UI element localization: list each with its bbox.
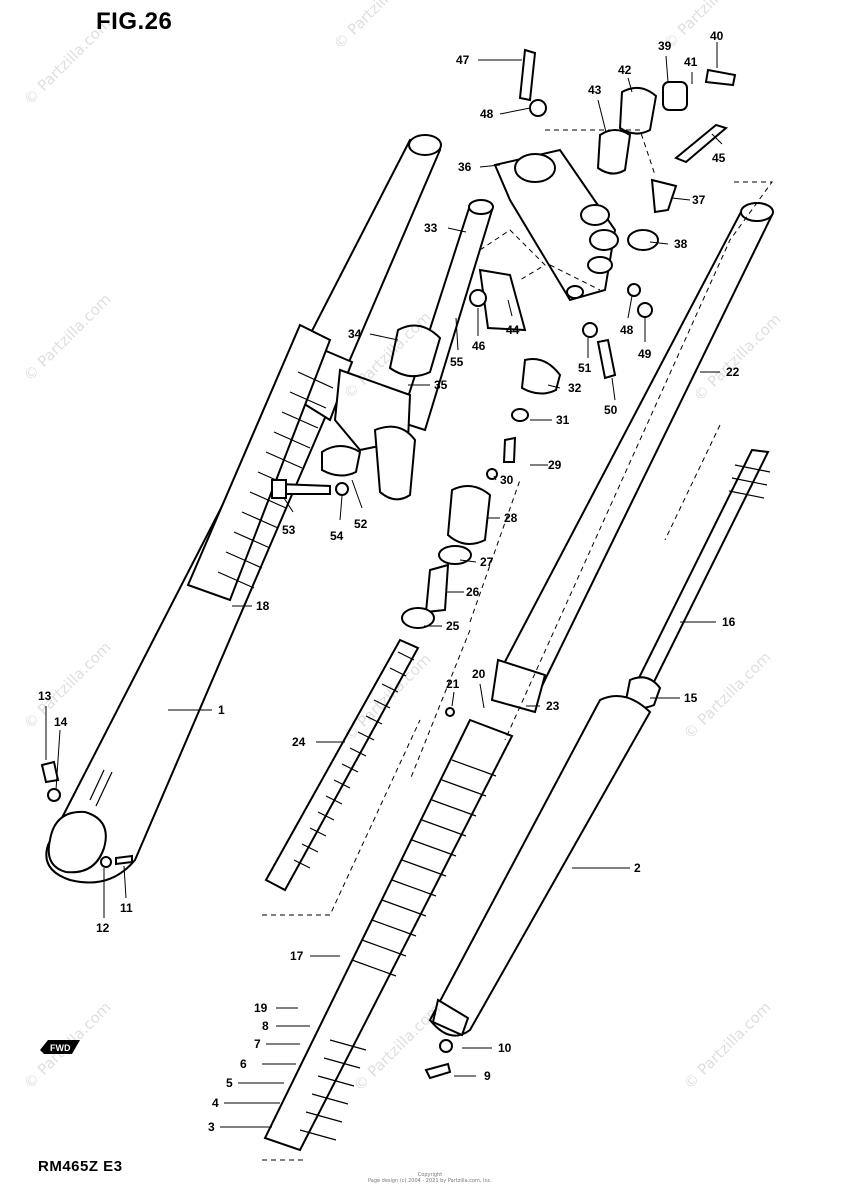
steering-stem — [321, 199, 494, 501]
callout-48-right: 48 — [620, 323, 634, 337]
callout-19: 19 — [254, 1001, 268, 1015]
callout-28: 28 — [504, 511, 518, 525]
copyright-notice: Copyright Page design (c) 2004 - 2021 by… — [330, 1172, 530, 1184]
callout-41: 41 — [684, 55, 698, 69]
callout-43: 43 — [588, 83, 602, 97]
callout-46: 46 — [472, 339, 486, 353]
steering-stem-nut-cap — [469, 268, 617, 480]
callout-16: 16 — [722, 615, 736, 629]
callout-36: 36 — [458, 160, 472, 174]
callout-3: 3 — [208, 1120, 215, 1134]
callout-9: 9 — [484, 1069, 491, 1083]
right-fork-boot — [263, 718, 514, 1152]
callout-37: 37 — [692, 193, 706, 207]
callout-15: 15 — [684, 691, 698, 705]
callout-23: 23 — [546, 699, 560, 713]
callout-48-top: 48 — [480, 107, 494, 121]
callout-10: 10 — [498, 1041, 512, 1055]
callout-50: 50 — [604, 403, 618, 417]
right-inner-tube — [490, 202, 774, 714]
upper-bracket — [493, 148, 619, 302]
callout-30: 30 — [500, 473, 514, 487]
callout-21: 21 — [446, 677, 460, 691]
callout-39: 39 — [658, 39, 672, 53]
callout-22: 22 — [726, 365, 740, 379]
callout-31: 31 — [556, 413, 570, 427]
copyright-line-2: Page design (c) 2004 - 2021 by Partzilla… — [367, 1178, 492, 1184]
callout-25: 25 — [446, 619, 460, 633]
callout-26: 26 — [466, 585, 480, 599]
callout-labels: 47 48 39 40 42 41 43 36 45 37 33 38 44 4… — [38, 29, 740, 1134]
callout-47: 47 — [456, 53, 470, 67]
callout-40: 40 — [710, 29, 724, 43]
callout-5: 5 — [226, 1076, 233, 1090]
callout-20: 20 — [472, 667, 486, 681]
assembly-guide-lines — [262, 129, 773, 1161]
fwd-label: FWD — [50, 1043, 71, 1053]
leader-lines — [45, 42, 723, 1128]
callout-42: 42 — [618, 63, 632, 77]
callout-34: 34 — [348, 327, 362, 341]
callout-14: 14 — [54, 715, 68, 729]
callout-6: 6 — [240, 1057, 247, 1071]
callout-7: 7 — [254, 1037, 261, 1051]
callout-12: 12 — [96, 921, 110, 935]
callout-51: 51 — [578, 361, 592, 375]
callout-4: 4 — [212, 1096, 219, 1110]
callout-55: 55 — [450, 355, 464, 369]
callout-11: 11 — [120, 901, 133, 915]
callout-27: 27 — [480, 555, 494, 569]
model-code: RM465Z E3 — [38, 1158, 123, 1175]
callout-35: 35 — [434, 378, 448, 392]
callout-52: 52 — [354, 517, 368, 531]
callout-45: 45 — [712, 151, 726, 165]
right-fork-outer-tube — [428, 695, 652, 1037]
callout-32: 32 — [568, 381, 582, 395]
callout-33: 33 — [424, 221, 438, 235]
fwd-arrow-badge: FWD — [40, 1040, 80, 1054]
callout-1: 1 — [218, 703, 225, 717]
fork-spring — [264, 638, 420, 892]
callout-54: 54 — [330, 529, 344, 543]
callout-8: 8 — [262, 1019, 269, 1033]
callout-18: 18 — [256, 599, 270, 613]
callout-38: 38 — [674, 237, 688, 251]
damper-parts — [401, 485, 492, 629]
callout-29: 29 — [548, 458, 562, 472]
copyright-line-1: Copyright — [417, 1172, 443, 1178]
figure-title: FIG.26 — [96, 8, 173, 35]
pinch-bolts — [271, 479, 349, 499]
handlebar-clamps — [518, 48, 737, 318]
small-fasteners — [40, 707, 455, 1080]
callout-13: 13 — [38, 689, 52, 703]
callout-44: 44 — [506, 323, 520, 337]
callout-53: 53 — [282, 523, 296, 537]
callout-49: 49 — [638, 347, 652, 361]
callout-24: 24 — [292, 735, 306, 749]
callout-2: 2 — [634, 861, 641, 875]
callout-17: 17 — [290, 949, 304, 963]
left-fork-boot — [186, 323, 354, 602]
